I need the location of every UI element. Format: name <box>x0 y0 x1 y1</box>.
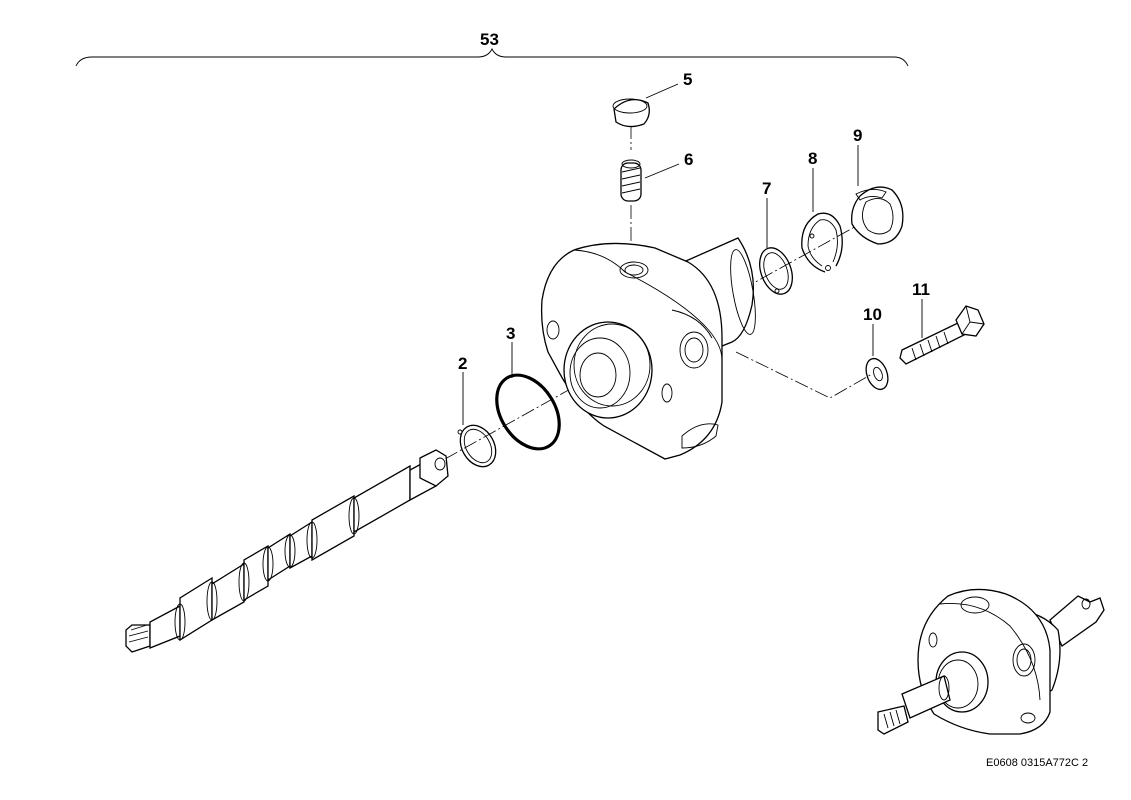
assembly-bracket <box>75 47 909 67</box>
callout-6[interactable]: 6 <box>684 150 693 169</box>
leader-6 <box>644 163 680 179</box>
callout-11[interactable]: 11 <box>912 280 930 299</box>
shaft[interactable] <box>125 449 449 653</box>
leader-5 <box>645 83 679 99</box>
callout-53[interactable]: 53 <box>480 30 499 49</box>
callout-10[interactable]: 10 <box>863 305 882 324</box>
assembled-view <box>877 588 1105 735</box>
callout-9[interactable]: 9 <box>853 126 862 145</box>
part-6-set-screw[interactable] <box>620 159 642 202</box>
callout-3[interactable]: 3 <box>506 324 515 343</box>
part-8-snap-ring[interactable] <box>801 212 843 273</box>
part-11-hex-bolt[interactable] <box>899 305 985 365</box>
callout-5[interactable]: 5 <box>683 70 692 89</box>
part-9-bushing[interactable] <box>851 186 904 245</box>
part-7-circlip[interactable] <box>754 243 799 298</box>
part-5-plug[interactable] <box>612 98 650 128</box>
callout-2[interactable]: 2 <box>458 354 467 373</box>
callout-7[interactable]: 7 <box>762 179 771 198</box>
callout-8[interactable]: 8 <box>808 149 817 168</box>
drawing-reference: E0608 0315A772C 2 <box>986 757 1088 769</box>
part-10-washer[interactable] <box>862 356 892 393</box>
main-housing[interactable] <box>540 237 761 460</box>
part-2-circlip[interactable] <box>453 419 503 473</box>
part-3-o-ring[interactable] <box>484 364 572 460</box>
